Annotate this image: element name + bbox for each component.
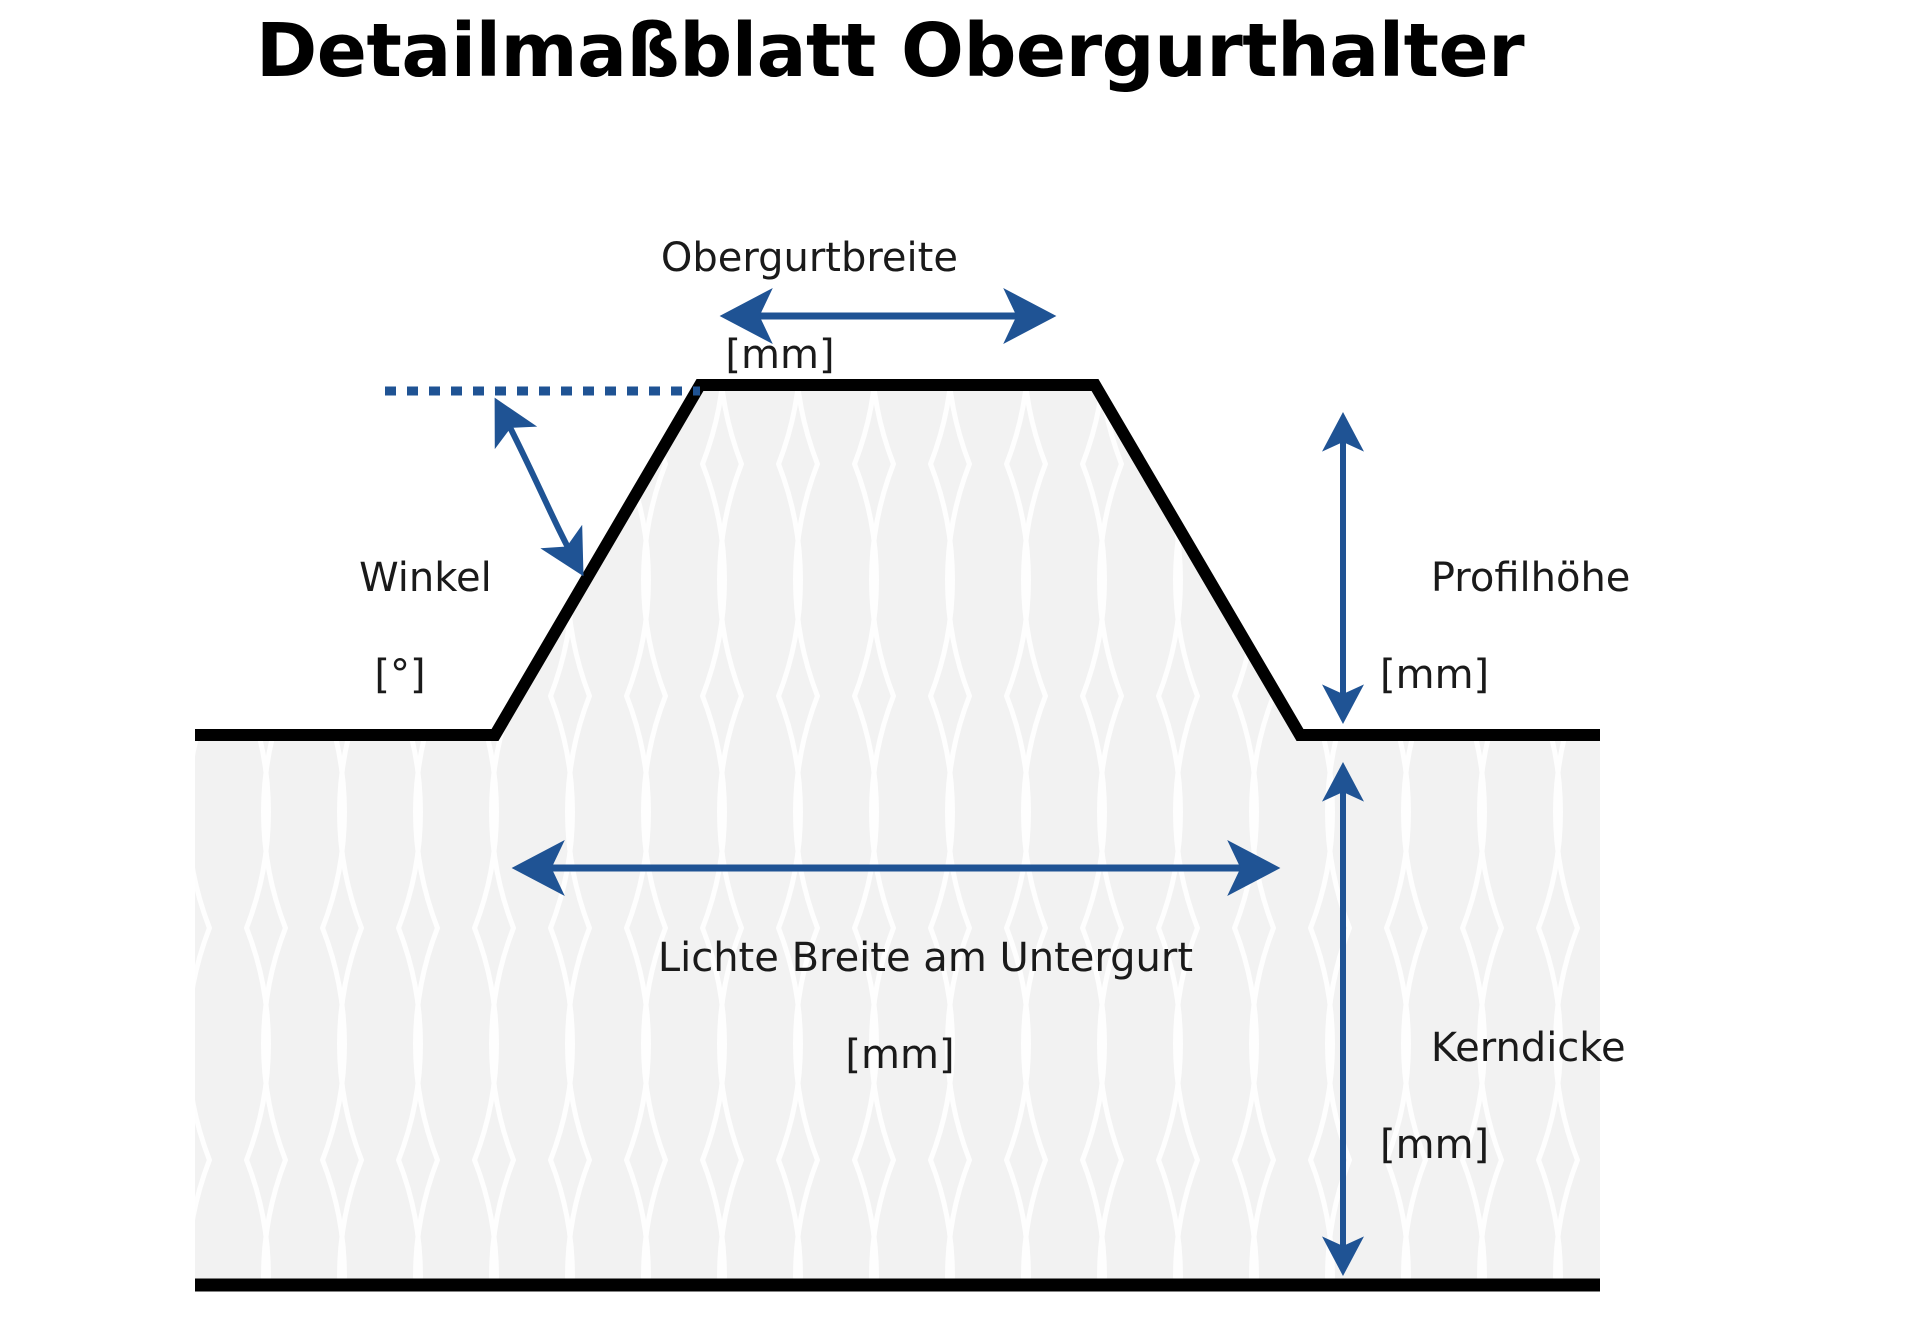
label-profilhoehe-text: Profilhöhe xyxy=(1430,554,1631,601)
label-obergurtbreite-unit: [mm] xyxy=(725,332,835,379)
winkel-arc-arrow xyxy=(494,397,584,577)
label-lichte-breite-am-untergurt: Lichte Breite am Untergurt [mm] xyxy=(520,885,1280,1178)
label-lichte-breite-text: Lichte Breite am Untergurt xyxy=(657,934,1194,981)
label-winkel-unit: [°] xyxy=(374,652,426,699)
label-winkel-text: Winkel xyxy=(359,554,492,601)
label-obergurtbreite: Obergurtbreite [mm] xyxy=(610,185,958,478)
page-title: Detailmaßblatt Obergurthalter xyxy=(255,8,1525,94)
label-profilhoehe: Profilhöhe [mm] xyxy=(1380,505,1710,798)
label-kerndicke: Kerndicke [mm] xyxy=(1380,975,1710,1268)
label-lichte-breite-unit: [mm] xyxy=(845,1032,955,1079)
label-winkel: Winkel [°] xyxy=(270,505,530,798)
label-obergurtbreite-text: Obergurtbreite xyxy=(660,234,958,281)
label-kerndicke-text: Kerndicke xyxy=(1430,1024,1626,1071)
profile-outline xyxy=(195,379,1600,741)
label-profilhoehe-unit: [mm] xyxy=(1380,652,1490,699)
label-kerndicke-unit: [mm] xyxy=(1380,1122,1490,1169)
